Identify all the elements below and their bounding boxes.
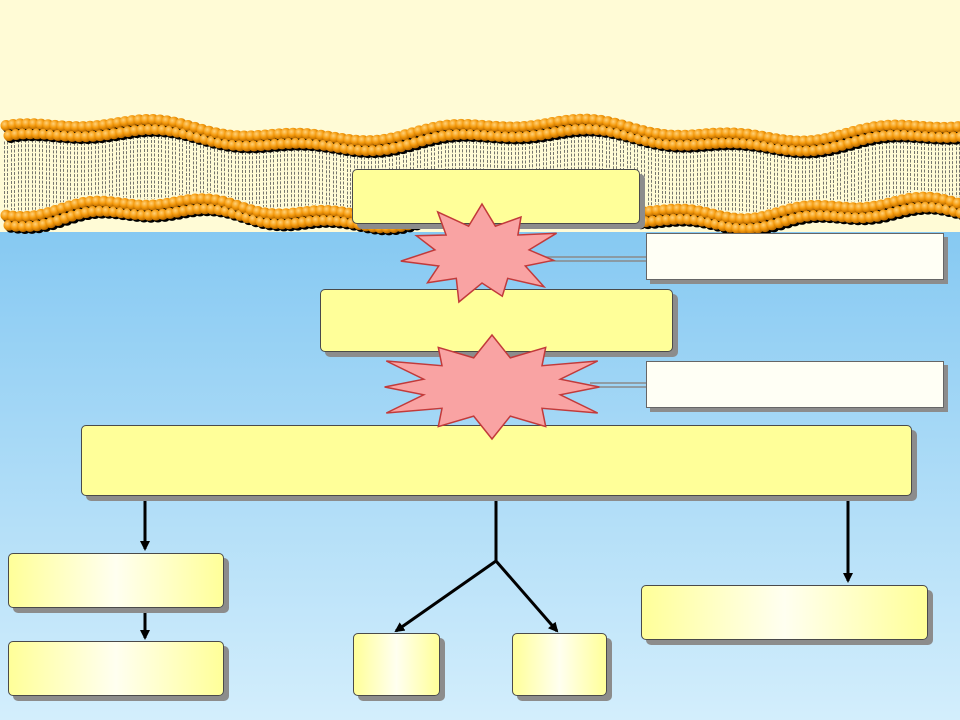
membrane-receptor-box — [352, 169, 640, 224]
central-effector-box — [81, 425, 912, 496]
lower-annotation-box — [646, 361, 944, 408]
arrow-fork-to-middle-right-box — [494, 560, 559, 633]
middle-right-small-box — [512, 633, 607, 696]
right-box — [641, 585, 928, 640]
upper-annotation-box — [646, 233, 944, 280]
left-upper-box — [8, 553, 224, 608]
middle-left-small-box — [353, 633, 440, 696]
arrow-fork-to-middle-left-box — [394, 559, 497, 633]
intermediate-box — [320, 289, 673, 352]
left-lower-box — [8, 641, 224, 696]
